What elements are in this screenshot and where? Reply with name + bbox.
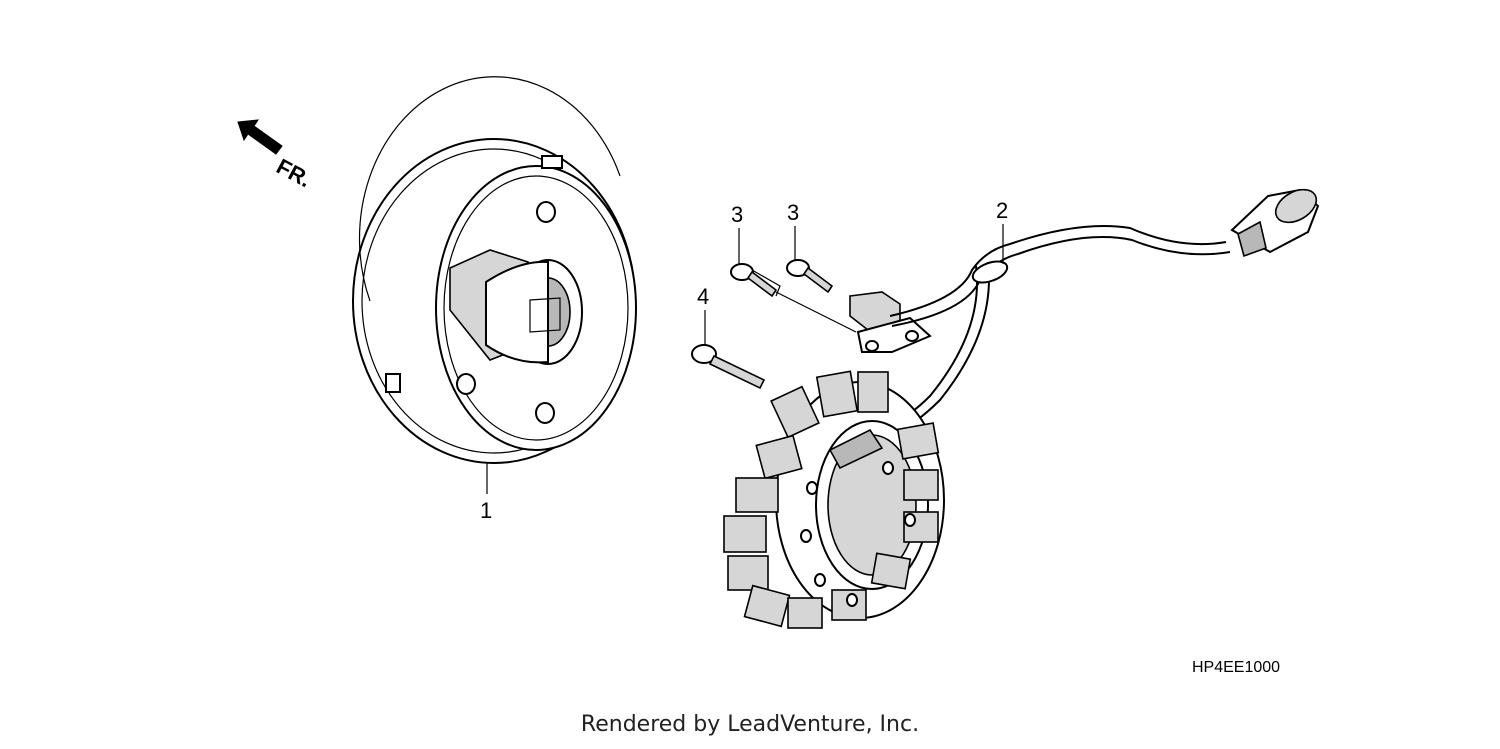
callout-2: 2 [996, 198, 1008, 223]
callout-4: 4 [697, 284, 709, 309]
callout-leaders [486, 224, 1004, 494]
flange-bolt-long [691, 344, 766, 390]
footer-credit: Rendered by LeadVenture, Inc. [580, 712, 920, 737]
pulse-generator [775, 291, 932, 353]
flange-bolt-short [786, 259, 834, 294]
flywheel-rotor [352, 76, 637, 464]
callout-1: 1 [480, 498, 492, 523]
flange-bolt-short [730, 263, 781, 298]
front-direction-arrow-icon: FR. [237, 119, 315, 193]
stator-assembly [723, 188, 1320, 629]
diagram-code: HP4EE1000 [1192, 659, 1280, 676]
direction-label: FR. [272, 154, 315, 193]
callout-3b: 3 [787, 200, 799, 225]
callout-3a: 3 [731, 202, 743, 227]
